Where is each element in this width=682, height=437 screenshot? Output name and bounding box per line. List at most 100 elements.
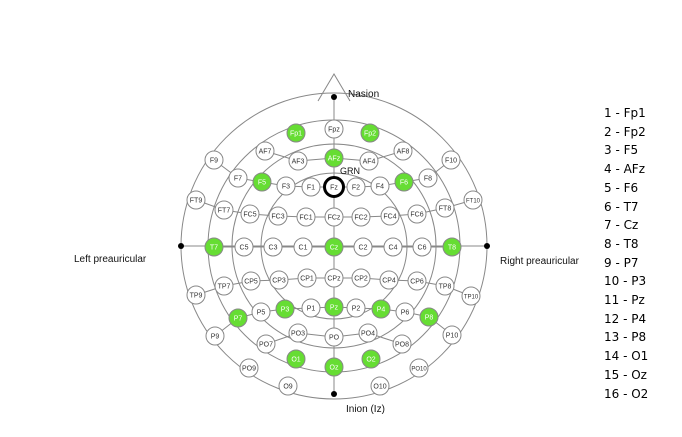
electrode-f4: F4 <box>370 176 390 196</box>
electrode-marker <box>323 176 345 198</box>
electrode-oz: Oz <box>324 357 344 377</box>
legend-item: 9 - P7 <box>604 255 639 270</box>
electrode-c6: C6 <box>412 237 432 257</box>
electrode-marker <box>379 270 399 290</box>
electrode-marker <box>324 357 344 377</box>
electrode-marker <box>286 123 306 143</box>
electrode-cz: Cz <box>324 237 344 257</box>
electrode-po9: PO9 <box>239 358 259 378</box>
electrode-label: CPz <box>327 276 341 283</box>
electrode-label: AF8 <box>397 149 410 156</box>
electrode-marker <box>346 177 366 197</box>
electrode-label: F8 <box>424 176 432 183</box>
legend-item: 1 - Fp1 <box>604 106 646 120</box>
electrode-label: O10 <box>373 384 386 391</box>
electrode-label: FT10 <box>466 199 481 205</box>
electrode-p9: P9 <box>205 326 225 346</box>
legend-item: 12 - P4 <box>604 311 647 326</box>
electrode-o9: O9 <box>278 376 298 396</box>
electrode-poz: PO <box>324 327 344 347</box>
electrode-t8: T8 <box>442 237 462 257</box>
left-preauricular-label: Left preauricular <box>74 254 147 265</box>
electrode-label: PO3 <box>291 331 305 338</box>
electrode-marker <box>346 298 366 318</box>
electrode-label: F7 <box>234 176 242 183</box>
electrode-c4: C4 <box>383 237 403 257</box>
electrode-label: Oz <box>330 365 339 372</box>
electrode-label: O9 <box>283 384 292 391</box>
electrode-label: CP6 <box>410 279 424 286</box>
right-preauricular-label: Right preauricular <box>500 256 579 267</box>
electrode-ft10: FT10 <box>463 190 483 210</box>
electrode-marker <box>275 299 295 319</box>
legend-item: 14 - O1 <box>604 349 649 364</box>
legend-item: 5 - F6 <box>604 180 639 195</box>
ground-label: GRN <box>340 166 360 176</box>
electrode-p4: P4 <box>371 299 391 319</box>
electrode-marker <box>359 151 379 171</box>
electrode-marker <box>324 148 344 168</box>
electrode-marker <box>360 123 380 143</box>
electrode-marker <box>288 323 308 343</box>
electrode-marker <box>214 276 234 296</box>
electrode-marker <box>442 237 462 257</box>
electrode-pz: Pz <box>324 297 344 317</box>
electrode-fz: Fz <box>323 176 345 198</box>
electrode-fc5: FC5 <box>240 204 260 224</box>
legend-item: 4 - AFz <box>604 162 646 177</box>
electrode-tp7: TP7 <box>214 276 234 296</box>
electrode-marker <box>441 150 461 170</box>
electrode-label: CP5 <box>244 279 258 286</box>
electrode-label: FC1 <box>299 215 312 222</box>
electrode-marker <box>205 326 225 346</box>
electrode-o1: O1 <box>286 349 306 369</box>
electrode-marker <box>324 268 344 288</box>
electrode-label: Cz <box>330 245 339 252</box>
electrode-marker <box>256 334 276 354</box>
legend-item: 8 - T8 <box>604 236 639 251</box>
electrode-label: P1 <box>307 306 316 313</box>
electrode-po7: PO7 <box>256 334 276 354</box>
electrode-fc3: FC3 <box>268 206 288 226</box>
electrode-tp8: TP8 <box>435 276 455 296</box>
electrode-f1: F1 <box>301 177 321 197</box>
electrode-p7: P7 <box>228 308 248 328</box>
electrode-f3: F3 <box>276 176 296 196</box>
electrode-cp1: CP1 <box>297 268 317 288</box>
electrode-label: CP4 <box>382 278 396 285</box>
electrode-marker <box>297 268 317 288</box>
electrode-po4: PO4 <box>358 323 378 343</box>
nose <box>317 73 351 102</box>
electrode-f5: F5 <box>252 172 272 192</box>
electrode-label: F2 <box>352 185 360 192</box>
electrode-marker <box>370 176 390 196</box>
electrode-label: P5 <box>257 310 266 317</box>
electrode-marker <box>324 207 344 227</box>
electrode-label: AFz <box>328 156 341 163</box>
electrode-marker <box>186 285 206 305</box>
electrode-marker <box>276 176 296 196</box>
electrode-marker <box>394 172 414 192</box>
inion-label: Inion (Iz) <box>346 404 385 415</box>
legend-item: 15 - Oz <box>604 367 647 382</box>
electrode-marker <box>407 204 427 224</box>
electrode-p6: P6 <box>395 302 415 322</box>
electrode-marker <box>383 237 403 257</box>
electrode-marker <box>324 297 344 317</box>
electrode-label: PO <box>329 335 340 342</box>
electrode-marker <box>228 168 248 188</box>
electrode-ft8: FT8 <box>435 198 455 218</box>
electrode-label: O1 <box>291 357 300 364</box>
electrode-label: TP7 <box>218 284 231 291</box>
electrode-marker <box>324 237 344 257</box>
electrode-marker <box>418 168 438 188</box>
electrode-label: FT8 <box>439 206 452 213</box>
electrode-cp4: CP4 <box>379 270 399 290</box>
electrode-label: PO9 <box>242 366 256 373</box>
left-preauricular-dot <box>178 243 184 249</box>
legend-item: 7 - Cz <box>604 218 639 233</box>
electrode-t7: T7 <box>204 237 224 257</box>
electrode-marker <box>252 172 272 192</box>
electrode-label: CP1 <box>300 276 314 283</box>
electrode-cp5: CP5 <box>241 271 261 291</box>
